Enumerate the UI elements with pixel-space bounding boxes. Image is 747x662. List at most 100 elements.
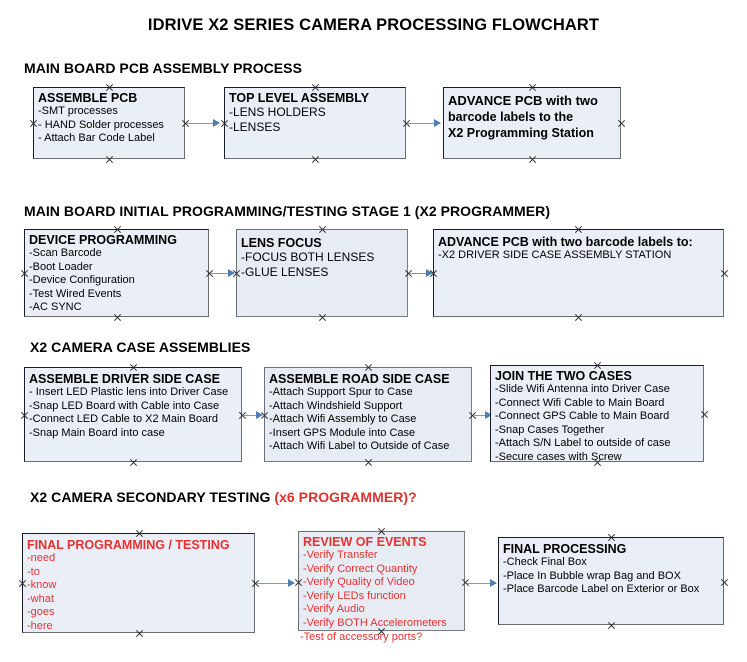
- box-line: -Boot Loader: [29, 260, 93, 273]
- box-line: -here: [27, 619, 53, 632]
- page-title: IDRIVE X2 SERIES CAMERA PROCESSING FLOWC…: [147, 16, 600, 34]
- box-line: -Attach Windshield Support: [269, 399, 403, 412]
- box-top-level-assembly[interactable]: TOP LEVEL ASSEMBLY -LENS HOLDERS -LENSES: [224, 87, 406, 159]
- box-line: -to: [27, 565, 40, 578]
- box-line: -Place Barcode Label on Exterior or Box: [503, 583, 700, 595]
- box-line: -Secure cases with Screw: [495, 450, 622, 463]
- arrow-shaft: [467, 582, 496, 584]
- box-line: -goes: [27, 606, 55, 618]
- box-title: FINAL PROCESSING: [503, 542, 627, 556]
- box-line: -need: [27, 552, 56, 564]
- arrow-head: [426, 269, 433, 277]
- box-line: -Check Final Box: [503, 556, 587, 568]
- box-line: -Attach Support Spur to Case: [269, 386, 413, 398]
- arrow-shaft: [211, 272, 234, 274]
- section-header-text: X2 CAMERA SECONDARY TESTING: [30, 489, 275, 505]
- arrow-shaft: [408, 122, 440, 124]
- arrow-lens-focus-to-advance-pcb: [410, 269, 433, 277]
- box-line: - Attach Bar Code Label: [38, 132, 155, 144]
- arrow-driver-case-to-road-case: [244, 411, 263, 419]
- arrow-road-case-to-join-cases: [474, 411, 492, 419]
- box-line: -Attach Wifi Label to Outside of Case: [269, 440, 450, 452]
- box-line: -Snap Cases Together: [495, 423, 605, 436]
- box-line: -LENSES: [229, 120, 281, 134]
- box-advance-pcb-driver-side-case[interactable]: ADVANCE PCB with two barcode labels to: …: [433, 229, 724, 317]
- box-title: FINAL PROGRAMMING / TESTING: [27, 538, 230, 552]
- box-line: -Verify Correct Quantity: [303, 562, 418, 575]
- box-line: -Scan Barcode: [29, 247, 102, 259]
- box-line: -Attach S/N Label to outside of case: [495, 437, 671, 449]
- box-lens-focus[interactable]: LENS FOCUS -FOCUS BOTH LENSES -GLUE LENS…: [236, 229, 408, 317]
- box-line: -Connect GPS Cable to Main Board: [495, 410, 670, 422]
- arrow-shaft: [187, 122, 219, 124]
- arrow-head: [228, 269, 235, 277]
- box-final-processing[interactable]: FINAL PROCESSING -Check Final Box -Place…: [498, 537, 724, 625]
- box-line: -Verify Quality of Video: [303, 576, 415, 588]
- box-title: ASSEMBLE ROAD SIDE CASE: [269, 372, 450, 386]
- box-line: -X2 DRIVER SIDE CASE ASSEMBLY STATION: [438, 249, 672, 261]
- arrow-shaft: [257, 582, 294, 584]
- arrow-assemble-pcb-to-top-level-assembly: [187, 119, 220, 127]
- box-join-the-two-cases[interactable]: JOIN THE TWO CASES -Slide Wifi Antenna i…: [490, 365, 704, 463]
- box-title: ASSEMBLE PCB: [38, 91, 138, 105]
- box-title: DEVICE PROGRAMMING: [29, 233, 177, 247]
- box-title: ADVANCE PCB with two barcode labels to:: [438, 235, 693, 249]
- box-line: -Slide Wifi Antenna into Driver Case: [495, 383, 670, 395]
- arrow-head: [485, 411, 492, 419]
- box-line: -GLUE LENSES: [241, 265, 329, 279]
- box-line: X2 Programming Station: [448, 126, 594, 140]
- box-title: ASSEMBLE DRIVER SIDE CASE: [29, 372, 221, 386]
- arrow-final-programming-to-review-of-events: [257, 579, 295, 587]
- section-header-text: MAIN BOARD INITIAL PROGRAMMING/TESTING S…: [24, 203, 551, 219]
- box-title: LENS FOCUS: [241, 236, 322, 250]
- box-line: -LENS HOLDERS: [229, 105, 326, 119]
- box-line: - Insert LED Plastic lens into Driver Ca…: [29, 386, 229, 398]
- box-line: -Connect Wifi Cable to Main Board: [495, 396, 665, 409]
- box-line: -Snap Main Board into case: [29, 426, 165, 439]
- box-title: JOIN THE TWO CASES: [495, 369, 632, 383]
- box-assemble-road-side-case[interactable]: ASSEMBLE ROAD SIDE CASE -Attach Support …: [264, 367, 472, 462]
- section-header-accent: (x6 PROGRAMMER)?: [274, 489, 417, 505]
- arrow-shaft: [244, 414, 262, 416]
- arrow-head: [490, 579, 497, 587]
- box-line: -Connect LED Cable to X2 Main Board: [29, 413, 218, 425]
- box-review-of-events[interactable]: REVIEW OF EVENTS -Verify Transfer -Verif…: [298, 531, 465, 631]
- arrow-device-programming-to-lens-focus: [211, 269, 235, 277]
- box-line: -Snap LED Board with Cable into Case: [29, 399, 220, 412]
- box-line: -SMT processes: [38, 105, 118, 117]
- section-header-x2-camera-secondary-testing: X2 CAMERA SECONDARY TESTING (x6 PROGRAMM…: [30, 489, 417, 505]
- box-line: -Verify Audio: [303, 603, 365, 615]
- box-line: -Place In Bubble wrap Bag and BOX: [503, 569, 681, 582]
- section-header-x2-camera-case-assemblies: X2 CAMERA CASE ASSEMBLIES: [30, 339, 250, 355]
- arrow-head: [256, 411, 263, 419]
- section-header-text: X2 CAMERA CASE ASSEMBLIES: [30, 339, 251, 355]
- box-line: -Insert GPS Module into Case: [269, 426, 416, 439]
- box-line: -Attach Wifi Assembly to Case: [269, 413, 417, 425]
- box-assemble-driver-side-case[interactable]: ASSEMBLE DRIVER SIDE CASE - Insert LED P…: [24, 367, 242, 462]
- box-line-overflow: -Test of accessory ports?: [300, 631, 423, 643]
- box-final-programming-testing[interactable]: FINAL PROGRAMMING / TESTING -need -to -k…: [22, 533, 255, 633]
- box-line: barcode labels to the: [448, 110, 574, 124]
- box-title: REVIEW OF EVENTS: [303, 535, 427, 549]
- box-assemble-pcb[interactable]: ASSEMBLE PCB -SMT processes - HAND Solde…: [33, 87, 185, 159]
- box-line: -Verify LEDs function: [303, 589, 406, 602]
- arrow-top-level-assembly-to-advance-pcb: [408, 119, 441, 127]
- box-line: -AC SYNC: [29, 301, 82, 313]
- box-line: -Device Configuration: [29, 274, 135, 286]
- box-title: ADVANCE PCB with two: [448, 93, 598, 108]
- arrow-shaft: [410, 272, 432, 274]
- arrow-head: [213, 119, 220, 127]
- box-line: -Verify BOTH Accelerometers: [303, 616, 447, 629]
- box-line: -FOCUS BOTH LENSES: [241, 250, 375, 264]
- box-line: - HAND Solder processes: [38, 118, 164, 131]
- box-title: TOP LEVEL ASSEMBLY: [229, 91, 370, 105]
- box-advance-pcb-programming-station[interactable]: ADVANCE PCB with two barcode labels to t…: [443, 87, 621, 159]
- arrow-head: [288, 579, 295, 587]
- box-device-programming[interactable]: DEVICE PROGRAMMING -Scan Barcode -Boot L…: [24, 229, 209, 317]
- box-line: -Verify Transfer: [303, 549, 378, 561]
- arrow-head: [434, 119, 441, 127]
- arrow-review-of-events-to-final-processing: [467, 579, 497, 587]
- box-line: -know: [27, 579, 57, 591]
- box-line: -Test Wired Events: [29, 287, 122, 300]
